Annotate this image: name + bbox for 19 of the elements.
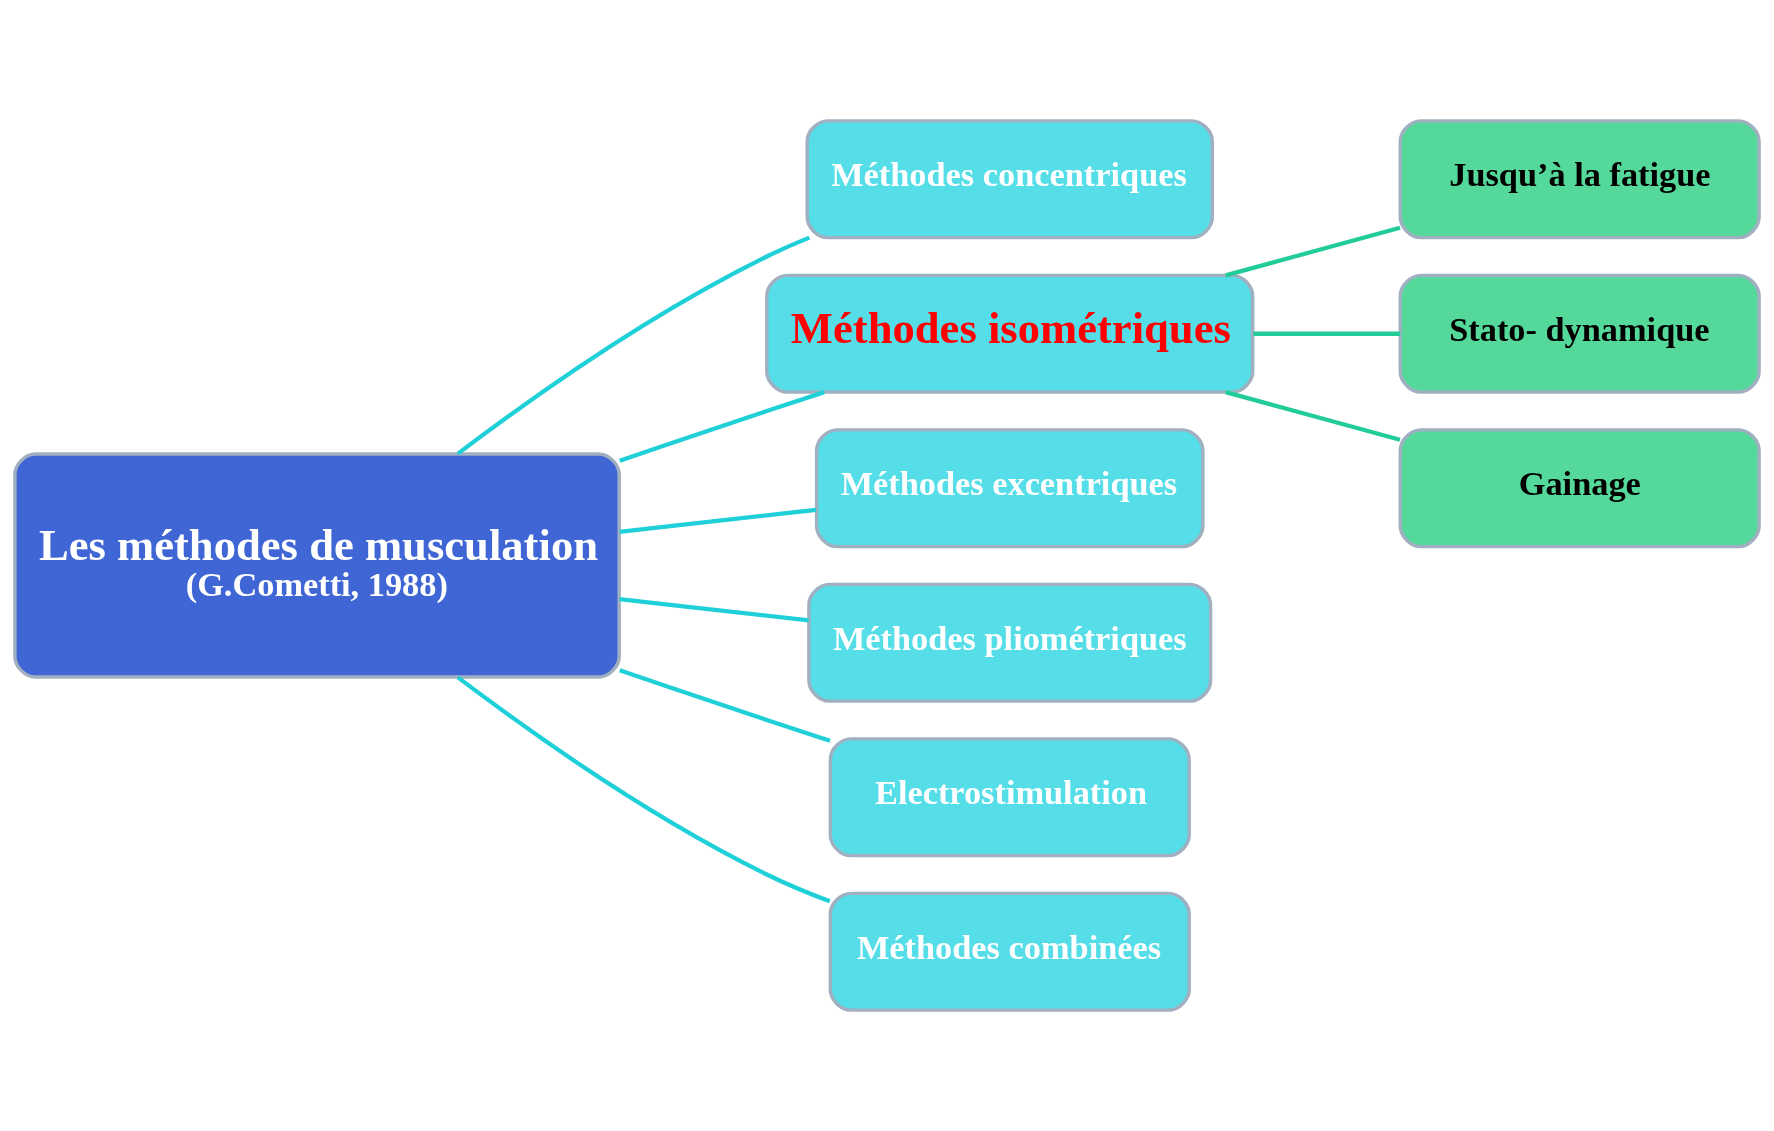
connector [619,390,825,463]
node-box: Méthodes combinées [828,891,1191,1012]
connector [619,668,831,743]
connector [619,597,809,623]
node-box: Méthodes isométriques [765,273,1255,394]
node-box: Méthodes excentriques [814,428,1205,549]
node-box: Electrostimulation [828,737,1191,858]
node-box: Gainage [1398,428,1761,549]
connector [456,675,831,904]
node-box: Stato- dynamique [1398,273,1761,394]
connector [1253,331,1401,336]
node-box: Les méthodes de musculation (G.Cometti, 1988) [13,452,621,679]
connector [1225,225,1401,278]
connector [619,507,817,534]
node-box: Méthodes concentriques [805,119,1215,240]
node-box: Jusqu’à la fatigue [1398,119,1761,240]
connector [456,235,811,456]
node-box: Méthodes pliométriques [807,582,1213,703]
connector [1225,390,1401,442]
